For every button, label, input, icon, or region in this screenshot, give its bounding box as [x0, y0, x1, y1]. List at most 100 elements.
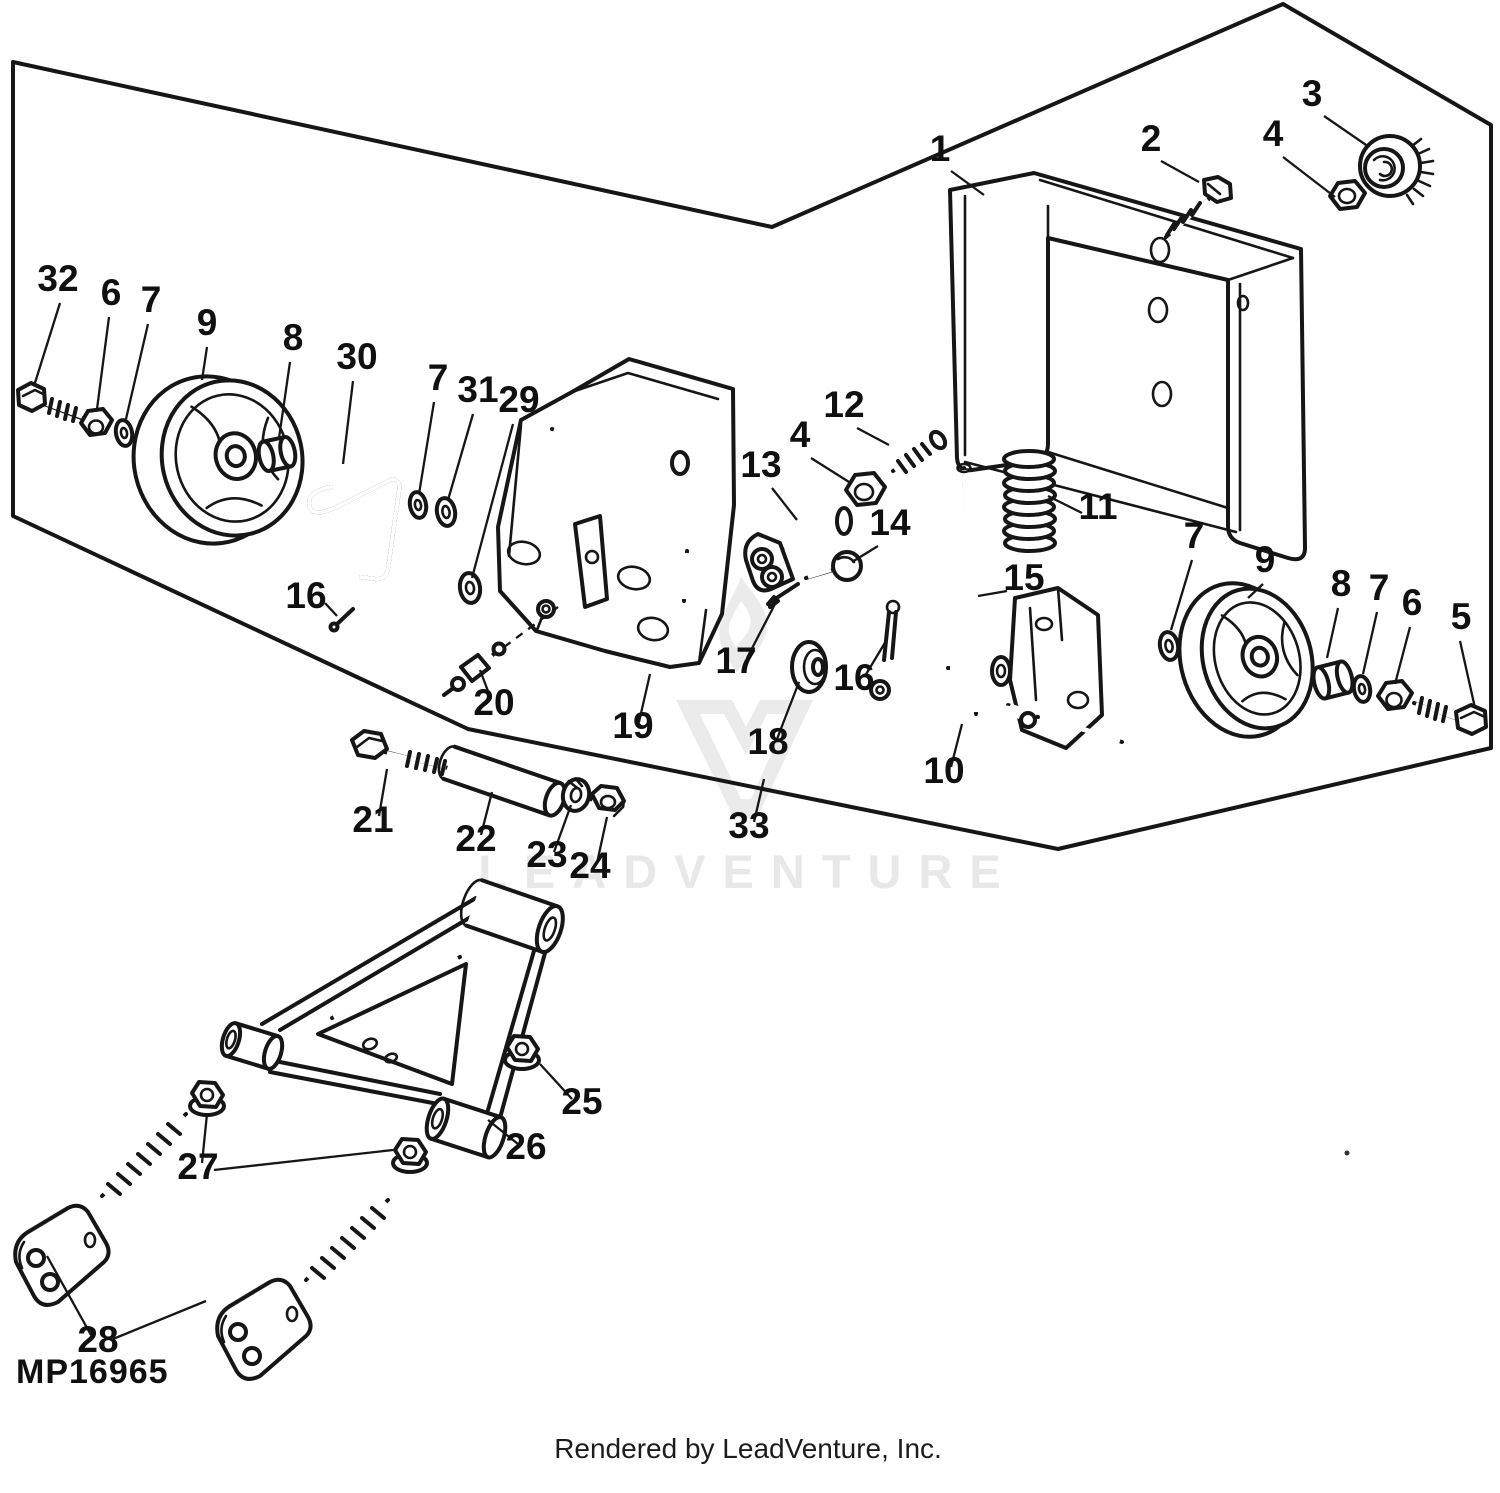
- part-7-washer-3: [1157, 630, 1181, 662]
- part-22-tube: [437, 744, 568, 818]
- callout-17: 17: [715, 640, 756, 681]
- leader-line-7: [1169, 559, 1194, 631]
- part-11-spring: [1002, 449, 1057, 553]
- leader-line-24: [595, 816, 609, 864]
- part-26-bushing: [424, 1096, 508, 1160]
- callout-9: 9: [1255, 539, 1276, 580]
- part-29-washer: [457, 571, 483, 605]
- part-4-nut-center: [844, 471, 887, 507]
- callout-7: 7: [1369, 567, 1390, 608]
- callout-4: 4: [790, 414, 811, 455]
- part-20-fitting: [442, 641, 507, 697]
- leader-line-6: [1393, 626, 1412, 685]
- callout-4: 4: [1263, 113, 1284, 154]
- leader-line-32: [32, 302, 62, 387]
- leader-line-8: [277, 361, 292, 439]
- leader-line-7: [417, 401, 436, 495]
- part-27-nut-b: [391, 1137, 429, 1174]
- part-6-nut-right: [1376, 679, 1414, 711]
- part-8-spacer-right: [1311, 659, 1355, 701]
- parts: [13, 134, 1488, 1381]
- callout-10: 10: [923, 750, 964, 791]
- callout-24: 24: [569, 845, 611, 886]
- callout-20: 20: [473, 682, 514, 723]
- callout-3: 3: [1302, 73, 1323, 114]
- callout-30: 30: [336, 336, 377, 377]
- leader-line-33: [752, 778, 766, 823]
- part-7-washer-4: [1351, 674, 1373, 704]
- leader-line-7: [124, 323, 150, 420]
- callout-29: 29: [498, 379, 539, 420]
- leader-line-28: [45, 1255, 93, 1336]
- leader-line-29: [470, 423, 515, 579]
- callout-33: 33: [728, 805, 769, 846]
- leader-line-19: [637, 673, 652, 723]
- part-10-weldment: [869, 586, 1124, 750]
- callout-15: 15: [1003, 557, 1044, 598]
- callout-2: 2: [1141, 118, 1162, 159]
- leader-line-11: [1047, 494, 1083, 515]
- part-19-housing: [491, 357, 736, 669]
- leader-line-2: [1160, 159, 1200, 184]
- part-arm-top-bushing: [459, 878, 565, 954]
- callout-26: 26: [505, 1126, 546, 1167]
- leader-line-21: [377, 768, 389, 817]
- part-arm-assembly: [219, 878, 565, 1160]
- leader-line-26: [487, 1119, 519, 1145]
- leader-line-31: [446, 413, 475, 501]
- callout-16: 16: [833, 657, 874, 698]
- part-7-washer: [113, 418, 135, 448]
- part-31-washer: [434, 496, 458, 528]
- callout-8: 8: [283, 317, 304, 358]
- leader-line-3: [1323, 115, 1370, 148]
- watermark-text: LEADVENTURE: [478, 845, 1018, 898]
- leader-line-30: [341, 380, 355, 465]
- part-32-bolt: [16, 381, 86, 423]
- part-8-spacer-left: [256, 434, 298, 474]
- callout-18: 18: [747, 721, 788, 762]
- part-30-rod: [307, 477, 402, 582]
- leader-line-5: [1458, 640, 1477, 709]
- part-3-knob: [1358, 134, 1435, 206]
- callout-21: 21: [352, 799, 393, 840]
- leader-line-14: [851, 545, 879, 563]
- callout-14: 14: [869, 502, 911, 543]
- part-6-nut: [79, 407, 114, 437]
- callout-7: 7: [1184, 515, 1205, 556]
- part-27-nut-a: [188, 1080, 226, 1117]
- part-16-cotter-pin: [882, 599, 901, 662]
- leader-line-9: [1247, 583, 1264, 599]
- part-18-washer: [790, 640, 828, 694]
- leader-line-18: [775, 681, 801, 740]
- part-9-pulley-left: [131, 374, 305, 546]
- leader-line-16: [864, 640, 887, 677]
- callout-23: 23: [526, 834, 567, 875]
- leader-line-6: [95, 316, 111, 410]
- part-2-screw: [1164, 175, 1233, 239]
- part-14-bolt: [804, 550, 863, 582]
- callout-13: 13: [740, 444, 781, 485]
- callout-12: 12: [823, 384, 864, 425]
- callout-19: 19: [612, 705, 653, 746]
- leader-line-22: [479, 791, 494, 836]
- callout-5: 5: [1451, 596, 1472, 637]
- leader-line-15: [977, 589, 1008, 598]
- leader-line-4: [1282, 156, 1336, 198]
- callout-31: 31: [457, 369, 498, 410]
- part-28-tie-rod-a: [13, 1112, 188, 1307]
- diagram-border: [11, 2, 1493, 1156]
- leader-line-20: [478, 669, 493, 700]
- leader-line-13: [771, 487, 798, 521]
- part-12-bolt: [891, 429, 948, 474]
- part-25-nut: [503, 1034, 541, 1071]
- callout-11: 11: [1078, 486, 1117, 527]
- leader-line-10: [949, 723, 964, 768]
- part-5-bolt: [1412, 696, 1488, 736]
- callout-1: 1: [930, 128, 951, 169]
- part-1-bracket: [948, 171, 1307, 562]
- part-7-washer-2: [407, 490, 429, 520]
- speck: [1344, 1150, 1350, 1156]
- leader-line-4: [810, 457, 850, 483]
- leader-line-27: [200, 1113, 209, 1164]
